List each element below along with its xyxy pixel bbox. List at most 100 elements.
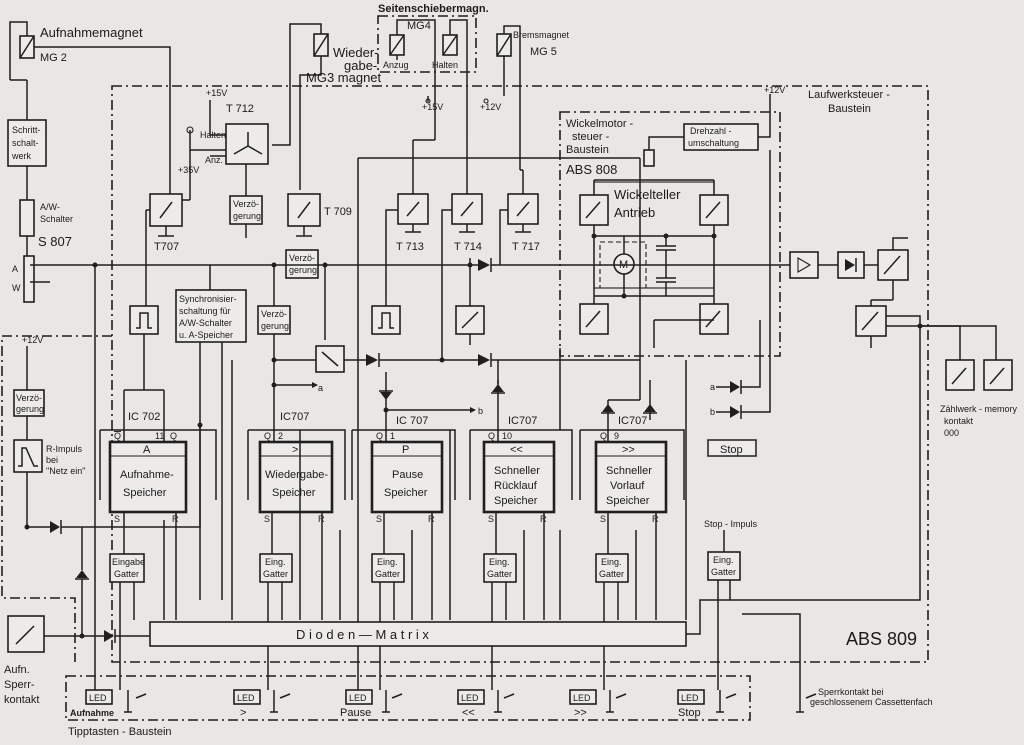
aufnahme-speicher <box>108 440 188 514</box>
magnet-mg2 <box>9 21 171 200</box>
aufnahme-label-1: Aufnahme- <box>120 469 174 481</box>
zaehlwerk-label-3: 000 <box>944 428 959 438</box>
junction-dots <box>24 233 923 639</box>
svg-text:A/W-Schalter: A/W-Schalter <box>179 318 232 328</box>
mg4-halten: Halten <box>432 60 458 70</box>
svg-text:Eingabe: Eingabe <box>112 557 145 567</box>
svg-text:2: 2 <box>278 431 283 441</box>
svg-text:Gatter: Gatter <box>599 569 624 579</box>
ruecklauf-label-3: Speicher <box>494 495 538 507</box>
wiedergabe-label-2: Speicher <box>272 487 316 499</box>
ic707-label-2: IC 707 <box>396 415 428 427</box>
svg-text:S: S <box>264 514 270 524</box>
zaehlwerk-label-2: kontakt <box>944 416 974 426</box>
sync-schaltung-box <box>175 289 247 343</box>
svg-text:Q: Q <box>170 431 177 441</box>
mg5-title: Bremsmagnet <box>513 30 570 40</box>
svg-text:Gatter: Gatter <box>375 569 400 579</box>
mg5-label: MG 5 <box>530 46 557 58</box>
vorlauf-sym: >> <box>622 444 635 456</box>
mg2-title: Aufnahmemagnet <box>40 25 143 40</box>
ic707-label-4: IC707 <box>618 415 647 427</box>
svg-text:Gatter: Gatter <box>263 569 288 579</box>
signal-b-1: b <box>478 406 483 416</box>
wiedergabe-sym: > <box>292 444 298 456</box>
aw-switch-line <box>30 264 211 290</box>
svg-text:Eing.: Eing. <box>713 555 734 565</box>
key-stop[interactable]: LED Stop <box>677 689 737 719</box>
pulse-shaper-2 <box>371 305 401 335</box>
svg-text:<<: << <box>462 707 475 719</box>
stop-box <box>707 439 757 457</box>
eing-gatter-3 <box>371 553 405 583</box>
mg4-anzug: Anzug <box>383 60 409 70</box>
t717-label: T 717 <box>512 241 540 253</box>
aufn-sperrkontakt-2: Sperr- <box>4 679 35 691</box>
svg-text:LED: LED <box>573 693 591 703</box>
aufn-sperrkontakt-1: Aufn. <box>4 664 30 676</box>
schrittschaltwerk-3: werk <box>11 151 32 161</box>
pause-speicher <box>370 440 444 514</box>
ic707-label-3: IC707 <box>508 415 537 427</box>
ic702-label: IC 702 <box>128 411 160 423</box>
svg-text:gerung: gerung <box>261 321 289 331</box>
transistor-t707 <box>149 193 183 237</box>
svg-text:Stop: Stop <box>678 707 701 719</box>
sperrkontakt-2: geschlossenem Cassettenfach <box>810 697 933 707</box>
pause-label-1: Pause <box>392 469 423 481</box>
ruecklauf-label-2: Rücklauf <box>494 480 538 492</box>
aufnahme-label-2: Speicher <box>123 487 167 499</box>
svg-text:Verzö-: Verzö- <box>261 309 287 319</box>
switch-w: W <box>12 283 21 293</box>
key-wiedergabe[interactable]: LED > <box>233 689 291 719</box>
signal-a-2: a <box>710 382 715 392</box>
mg3-wiedergabe-2: gabe- <box>344 58 377 73</box>
svg-text:Gatter: Gatter <box>114 569 139 579</box>
stop-impuls-label: Stop - Impuls <box>704 519 758 529</box>
ruecklauf-speicher <box>482 440 556 514</box>
wickelmotor-title-2: steuer - <box>572 131 610 143</box>
svg-text:Drehzahl -: Drehzahl - <box>690 126 732 136</box>
svg-text:S: S <box>600 514 606 524</box>
svg-text:LED: LED <box>89 693 107 703</box>
r-impuls-2: bei <box>46 455 58 465</box>
dioden-matrix-label: D i o d e n — M a t r i x <box>296 627 429 642</box>
svg-text:Synchronisier-: Synchronisier- <box>179 294 237 304</box>
svg-text:Verzö-: Verzö- <box>16 393 42 403</box>
svg-text:Eing.: Eing. <box>265 557 286 567</box>
pulse-shaper-1 <box>129 305 159 335</box>
magnet-mg5 <box>496 25 521 170</box>
svg-text:Q: Q <box>114 431 121 441</box>
pause-sym: P <box>402 444 409 456</box>
svg-text:10: 10 <box>502 431 512 441</box>
dioden-matrix <box>149 621 687 647</box>
wt-switch-tr <box>699 194 729 226</box>
key-pause[interactable]: LED Pause <box>340 689 403 719</box>
key-vorlauf[interactable]: LED >> <box>569 689 627 719</box>
p15v-t712: +15V <box>206 88 227 98</box>
wickelmotor-module-border <box>559 111 781 357</box>
sperrkontakt-1: Sperrkontakt bei <box>818 687 884 697</box>
magnet-mg4-halten <box>442 19 468 140</box>
transistor-t709 <box>287 193 321 237</box>
key-ruecklauf[interactable]: LED << <box>457 689 515 719</box>
schrittschaltwerk-box <box>7 119 47 167</box>
svg-text:>: > <box>240 707 246 719</box>
verzoegerung-left <box>13 389 45 417</box>
wiedergabe-speicher <box>258 440 334 514</box>
svg-text:Q: Q <box>376 431 383 441</box>
key-aufnahme[interactable]: LED Aufnahme <box>70 689 147 718</box>
vorlauf-label-3: Speicher <box>606 495 650 507</box>
p35v: +35V <box>178 165 199 175</box>
r-impuls-box <box>13 439 43 473</box>
t712-relay <box>225 123 269 165</box>
antrieb-label: Antrieb <box>614 205 655 220</box>
svg-text:Q: Q <box>264 431 271 441</box>
signal-b-2: b <box>710 407 715 417</box>
pause-label-2: Speicher <box>384 487 428 499</box>
svg-text:Q: Q <box>600 431 607 441</box>
aufn-sperrkontakt-3: kontakt <box>4 694 39 706</box>
eingabe-gatter-1 <box>109 553 145 583</box>
wt-switch-tl <box>579 194 609 226</box>
ruecklauf-sym: << <box>510 444 523 456</box>
